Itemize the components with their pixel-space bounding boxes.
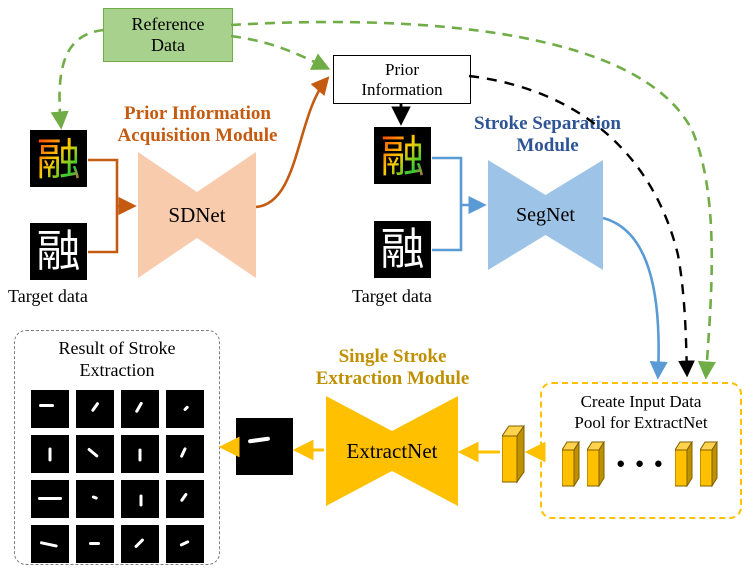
green-dashed-arrow-to-pool (230, 20, 716, 380)
data-bar-icon (699, 441, 718, 487)
stroke-tile (75, 435, 114, 473)
data-bar-icon (562, 441, 581, 487)
extractnet-hourglass-shape (326, 396, 458, 506)
target-image-left-colored: 融 (30, 130, 87, 187)
data-pool-bars: ● ● ● (542, 441, 740, 487)
stroke-tile (75, 390, 114, 428)
stroke-tile (165, 525, 204, 563)
white-stroke-mark (247, 436, 271, 444)
result-box: Result of Stroke Extraction (14, 330, 220, 565)
target-data-label-left: Target data (8, 286, 88, 306)
stroke-separation-module-title: Stroke Separation Module (474, 113, 621, 156)
svg-text:融: 融 (381, 133, 425, 182)
stroke-tile (30, 525, 69, 563)
input-data-pool-title: Create Input Data Pool for ExtractNet (574, 392, 708, 432)
single-stroke-data-bar-icon (501, 424, 528, 489)
blue-bus-mid-targets (432, 156, 463, 252)
single-stroke-image (236, 418, 293, 475)
stroke-tile (165, 435, 204, 473)
stroke-tile (120, 525, 159, 563)
sdnet-network: SDNet (138, 152, 256, 278)
stroke-tile (120, 480, 159, 518)
svg-text:融: 融 (37, 136, 81, 185)
reference-data-label: Reference Data (131, 14, 205, 55)
stroke-tile (120, 435, 159, 473)
colored-character-glyph: 融 (381, 133, 425, 182)
green-dashed-arrow-to-prior-info (230, 34, 331, 70)
stroke-tile (30, 435, 69, 473)
stroke-tile (30, 390, 69, 428)
reference-data-box: Reference Data (103, 8, 233, 62)
data-bar-icon (587, 441, 606, 487)
sdnet-hourglass-shape (138, 152, 256, 278)
white-character-glyph: 融 (380, 224, 425, 274)
orange-bus-left-targets (88, 158, 119, 254)
stroke-tile (75, 525, 114, 563)
prior-information-label: Prior Information (361, 59, 443, 99)
segnet-network: SegNet (488, 160, 603, 270)
extractnet-label: ExtractNet (346, 438, 438, 463)
single-stroke-extraction-module-title: Single Stroke Extraction Module (315, 346, 470, 389)
stroke-tile (30, 480, 69, 518)
extractnet-network: ExtractNet (326, 396, 458, 506)
segnet-label: SegNet (516, 203, 575, 226)
stroke-result-grid (30, 390, 204, 563)
stroke-tile (120, 390, 159, 428)
input-data-pool-box: Create Input Data Pool for ExtractNet ● … (540, 382, 742, 519)
target-image-left-plain: 融 (30, 223, 87, 280)
result-box-title: Result of Stroke Extraction (58, 338, 176, 380)
stroke-tile (165, 390, 204, 428)
sdnet-label: SDNet (168, 202, 226, 227)
blue-arrow-segnet-to-pool (602, 216, 668, 380)
stroke-tile (165, 480, 204, 518)
prior-information-box: Prior Information (333, 55, 471, 104)
white-character-glyph: 融 (36, 226, 81, 276)
prior-acquisition-module-title: Prior Information Acquisition Module (117, 103, 278, 146)
colored-character-glyph: 融 (37, 136, 81, 185)
target-image-mid-plain: 融 (374, 221, 431, 278)
target-data-label-mid: Target data (352, 286, 432, 306)
target-image-mid-colored: 融 (374, 127, 431, 184)
ellipsis-dots: ● ● ● (616, 455, 666, 472)
stroke-tile (75, 480, 114, 518)
data-bar-icon (674, 441, 693, 487)
